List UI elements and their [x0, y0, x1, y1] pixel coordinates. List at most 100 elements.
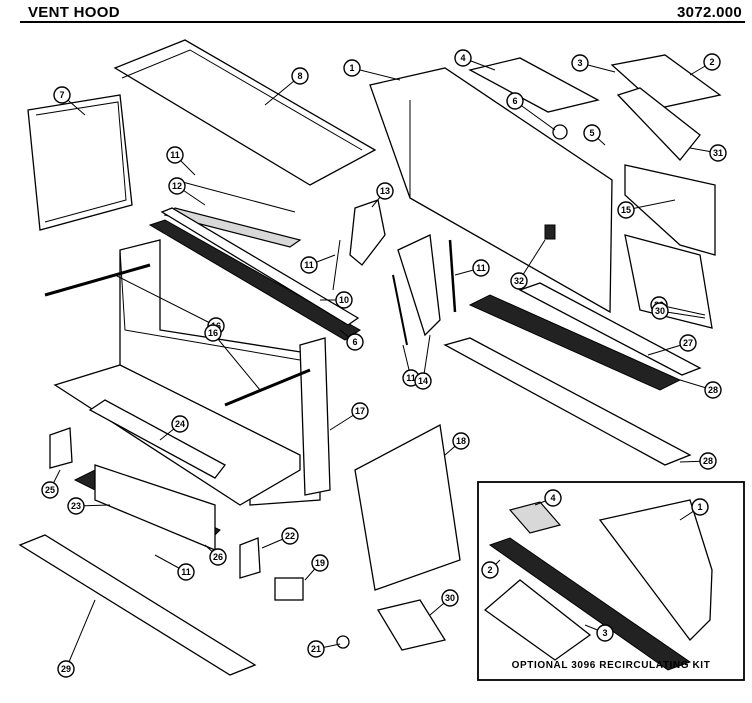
callout-number: 3 — [602, 628, 607, 638]
callout-circle — [510, 272, 528, 290]
callout-circle — [67, 497, 85, 515]
callout-number: 3 — [577, 58, 582, 68]
callout-circle — [311, 554, 329, 572]
callout-circle — [583, 124, 601, 142]
part-back-housing — [369, 67, 613, 314]
callout-c11e: 11 — [154, 554, 195, 581]
callout-k3: 3 — [584, 624, 614, 642]
callout-number: 1 — [349, 63, 354, 73]
callout-circle — [709, 144, 727, 162]
callout-number: 29 — [61, 664, 71, 674]
kit-caption: OPTIONAL 3096 RECIRCULATING KIT — [511, 660, 711, 671]
kit-part-base — [483, 579, 592, 661]
part-main-frame-edge — [119, 249, 301, 361]
callout-circle — [376, 182, 394, 200]
callout-circle — [699, 452, 717, 470]
callout-number: 28 — [703, 456, 713, 466]
callout-circle — [414, 372, 432, 390]
part-mount-bracket — [349, 199, 386, 266]
callout-number: 2 — [709, 57, 714, 67]
callout-c19: 19 — [304, 554, 329, 581]
callout-c30b: 30 — [429, 589, 459, 616]
callout-number: 14 — [418, 376, 428, 386]
part-bracket-rod — [332, 239, 341, 291]
part-vent-hole — [552, 124, 568, 140]
callout-number: 13 — [380, 186, 390, 196]
callout-number: 11 — [406, 373, 416, 383]
callout-circle — [204, 324, 222, 342]
callout-number: 11 — [181, 567, 191, 577]
callout-k1: 1 — [679, 498, 709, 521]
callout-number: 21 — [311, 644, 321, 654]
callout-c10: 10 — [320, 291, 353, 309]
callout-number: 8 — [297, 71, 302, 81]
callout-circle — [481, 561, 499, 579]
callout-c4a: 4 — [454, 49, 496, 71]
part-filter-rail — [148, 219, 361, 341]
callout-leader — [114, 274, 217, 327]
callout-number: 30 — [445, 593, 455, 603]
callout-c11a: 11 — [166, 146, 196, 176]
part-top-cover-flange — [121, 49, 363, 151]
callout-circle — [596, 624, 614, 642]
callout-circle — [166, 146, 184, 164]
callout-c23: 23 — [67, 497, 111, 515]
callout-circle — [454, 49, 472, 67]
part-filter-frame — [518, 282, 702, 376]
callout-c13: 13 — [371, 182, 394, 208]
callout-circle — [307, 640, 325, 658]
callout-number: 22 — [285, 531, 295, 541]
callout-c30a: 30 — [651, 302, 706, 320]
callout-c29: 29 — [57, 599, 96, 678]
callout-number: 32 — [514, 276, 524, 286]
callout-c2a: 2 — [689, 53, 721, 76]
callout-circle — [351, 402, 369, 420]
callout-circle — [441, 589, 459, 607]
kit-box — [477, 481, 745, 681]
callout-number: 24 — [175, 419, 185, 429]
part-small-bracket-right — [239, 537, 261, 579]
model-number: 3072.000 — [677, 4, 742, 21]
callout-c27: 27 — [647, 334, 697, 356]
part-damper-flap — [616, 87, 701, 161]
callout-k2: 2 — [481, 559, 501, 579]
callout-circle — [452, 432, 470, 450]
part-top-cover — [113, 39, 377, 186]
kit-part-charcoal-filter — [508, 501, 562, 534]
callout-k4: 4 — [534, 489, 562, 507]
part-clip — [544, 224, 556, 240]
part-rod — [174, 179, 296, 213]
callout-c22: 22 — [261, 527, 299, 549]
callout-c3a: 3 — [571, 54, 616, 73]
callout-number: 23 — [71, 501, 81, 511]
part-small-bracket-left — [49, 427, 73, 469]
callout-circle — [171, 415, 189, 433]
callout-circle — [291, 67, 309, 85]
callout-circle — [53, 86, 71, 104]
callout-c32: 32 — [510, 239, 546, 290]
callout-circle — [703, 53, 721, 71]
callout-number: 6 — [352, 337, 357, 347]
callout-number: 11 — [304, 260, 314, 270]
callout-c28b: 28 — [679, 452, 717, 470]
callout-c14: 14 — [414, 334, 432, 390]
callout-layer: 1234566781011111111111213141516161718192… — [41, 49, 727, 678]
callout-c17: 17 — [329, 402, 369, 431]
callout-number: 2 — [487, 565, 492, 575]
callout-circle — [168, 177, 186, 195]
callout-circle — [41, 481, 59, 499]
callout-number: 12 — [172, 181, 182, 191]
callout-circle — [651, 302, 669, 320]
callout-c11b: 11 — [300, 254, 336, 274]
callout-c16b: 16 — [204, 324, 261, 391]
callout-number: 4 — [550, 493, 555, 503]
callout-c26: 26 — [204, 544, 227, 566]
callout-c12: 12 — [168, 177, 206, 206]
callout-c25: 25 — [41, 469, 61, 499]
callout-circle — [209, 548, 227, 566]
callout-circle — [346, 333, 364, 351]
callout-number: 6 — [512, 96, 517, 106]
callout-number: 30 — [655, 306, 665, 316]
